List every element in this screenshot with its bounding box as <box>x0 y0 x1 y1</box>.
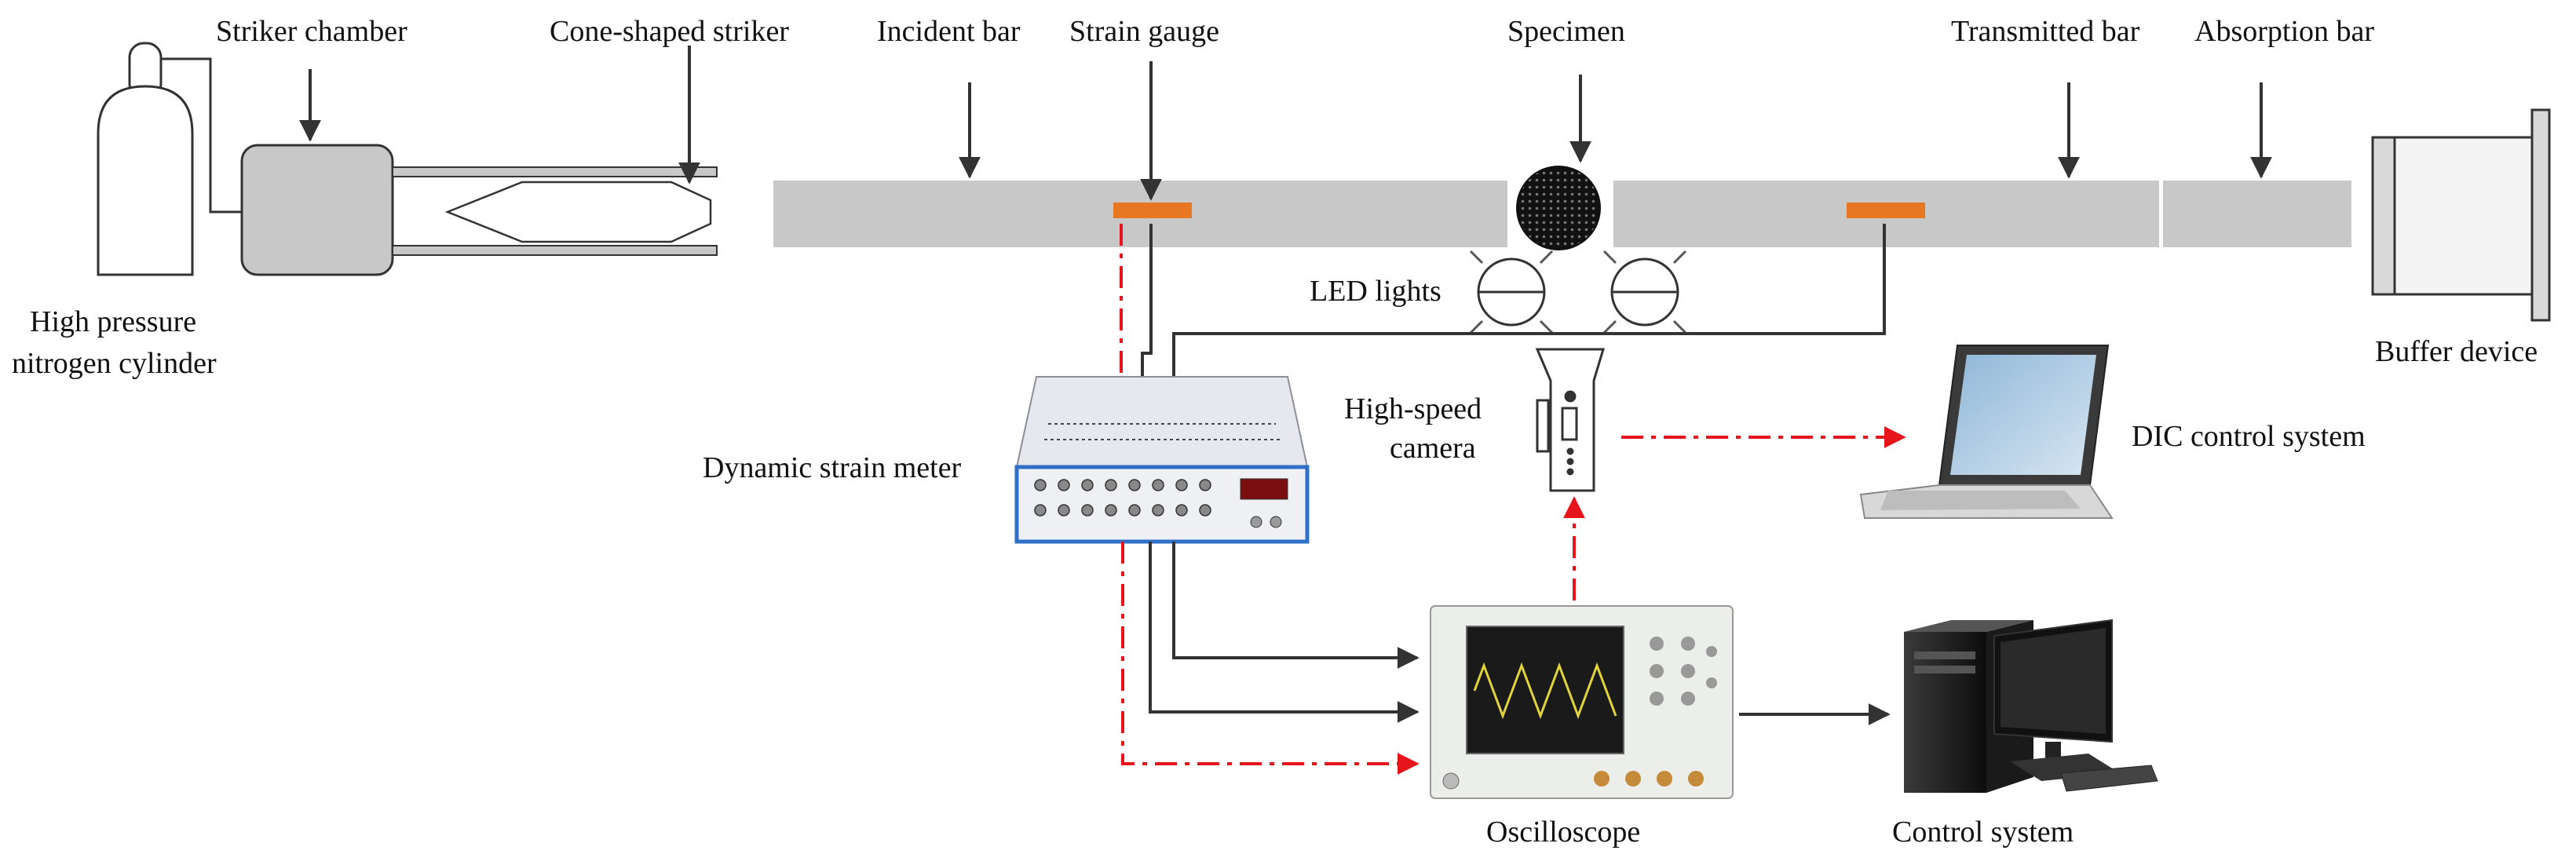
label-oscilloscope: Oscilloscope <box>1486 816 1640 849</box>
dic-laptop <box>1859 345 2114 519</box>
control-pc <box>1904 619 2158 793</box>
label-specimen: Specimen <box>1507 15 1625 48</box>
label-camera-line2: camera <box>1390 432 1476 465</box>
nitrogen-cylinder <box>97 42 243 276</box>
led-light-left <box>1469 250 1554 334</box>
meter-to-scope-wires <box>1149 542 1420 723</box>
dynamic-strain-meter <box>1014 376 1310 544</box>
label-led-lights: LED lights <box>1310 275 1441 308</box>
label-cone-striker: Cone-shaped striker <box>550 15 789 48</box>
meter-to-scope-red <box>1121 542 1420 775</box>
strain-gauge-incident <box>1113 203 1192 218</box>
label-dic-control: DIC control system <box>2132 420 2366 453</box>
label-buffer-device: Buffer device <box>2375 335 2538 368</box>
label-strain-gauge: Strain gauge <box>1069 15 1219 48</box>
striker-chamber <box>240 144 394 276</box>
label-camera-line1: High-speed <box>1344 392 1482 425</box>
strain-gauge-transmitted <box>1847 203 1925 218</box>
cone-shaped-striker <box>444 181 712 243</box>
label-strain-meter: Dynamic strain meter <box>703 451 962 484</box>
label-control-system: Control system <box>1892 816 2074 849</box>
label-cylinder-line2: nitrogen cylinder <box>12 347 217 380</box>
label-transmitted-bar: Transmitted bar <box>1951 15 2140 48</box>
buffer-device <box>2371 108 2551 322</box>
launch-barrel <box>392 166 718 256</box>
high-speed-camera <box>1535 348 1606 492</box>
oscilloscope <box>1430 605 1734 799</box>
absorption-bar <box>2163 181 2351 247</box>
label-striker-chamber: Striker chamber <box>216 15 407 48</box>
label-pointers <box>299 46 2272 201</box>
label-incident-bar: Incident bar <box>877 15 1021 48</box>
led-light-right <box>1602 250 1687 334</box>
label-cylinder-line1: High pressure <box>30 305 196 338</box>
specimen <box>1516 166 1601 250</box>
label-absorption-bar: Absorption bar <box>2194 15 2374 48</box>
